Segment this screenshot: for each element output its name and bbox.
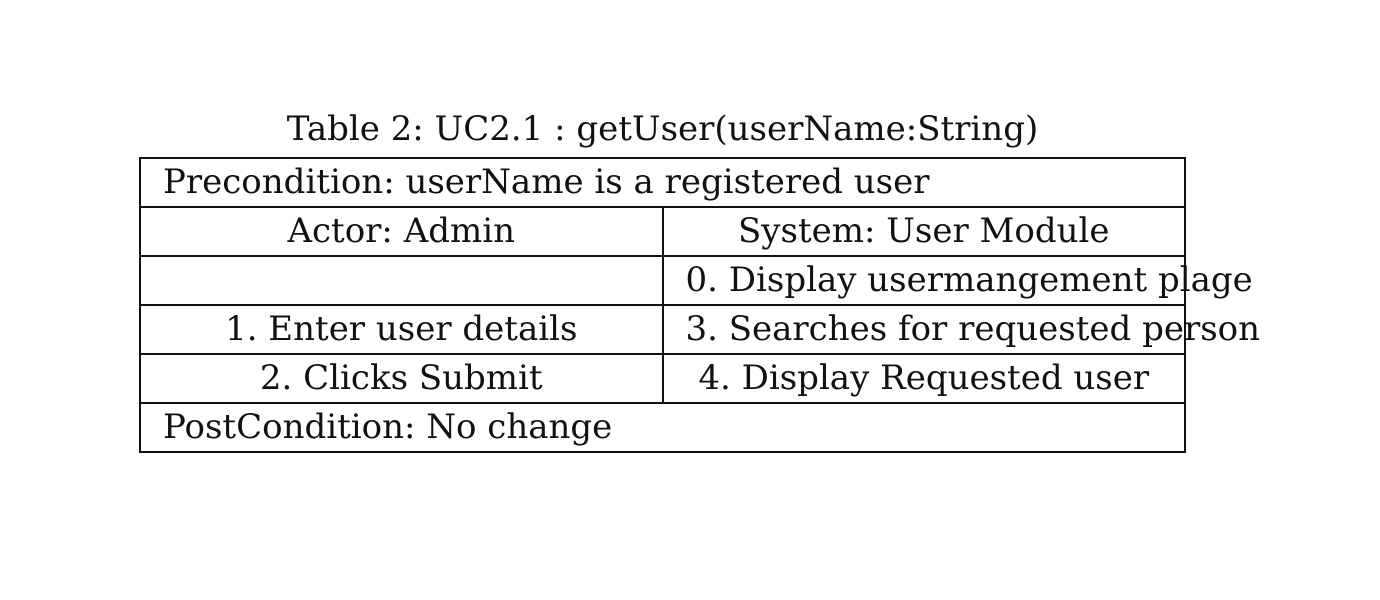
postcondition-row: PostCondition: No change	[139, 402, 1186, 453]
system-step-cell: 3. Searches for requested person	[661, 304, 1260, 355]
header-row: Actor: Admin System: User Module	[139, 206, 1186, 257]
postcondition-cell: PostCondition: No change	[139, 402, 1186, 453]
table-row: 0. Display usermangement plage	[139, 255, 1253, 306]
actor-header: Actor: Admin	[139, 206, 664, 257]
actor-step-cell	[139, 255, 664, 306]
table-caption: Table 2: UC2.1 : getUser(userName:String…	[286, 109, 1039, 149]
system-step-cell: 0. Display usermangement plage	[661, 255, 1253, 306]
actor-step-cell: 1. Enter user details	[139, 304, 664, 355]
actor-step-cell: 2. Clicks Submit	[139, 353, 664, 404]
table-row: 1. Enter user details 3. Searches for re…	[139, 304, 1260, 355]
system-header: System: User Module	[661, 206, 1186, 257]
precondition-cell: Precondition: userName is a registered u…	[139, 157, 1186, 208]
use-case-table: Precondition: userName is a registered u…	[139, 157, 1260, 453]
precondition-row: Precondition: userName is a registered u…	[139, 157, 1186, 208]
table-row: 2. Clicks Submit 4. Display Requested us…	[139, 353, 1186, 404]
system-step-cell: 4. Display Requested user	[661, 353, 1186, 404]
